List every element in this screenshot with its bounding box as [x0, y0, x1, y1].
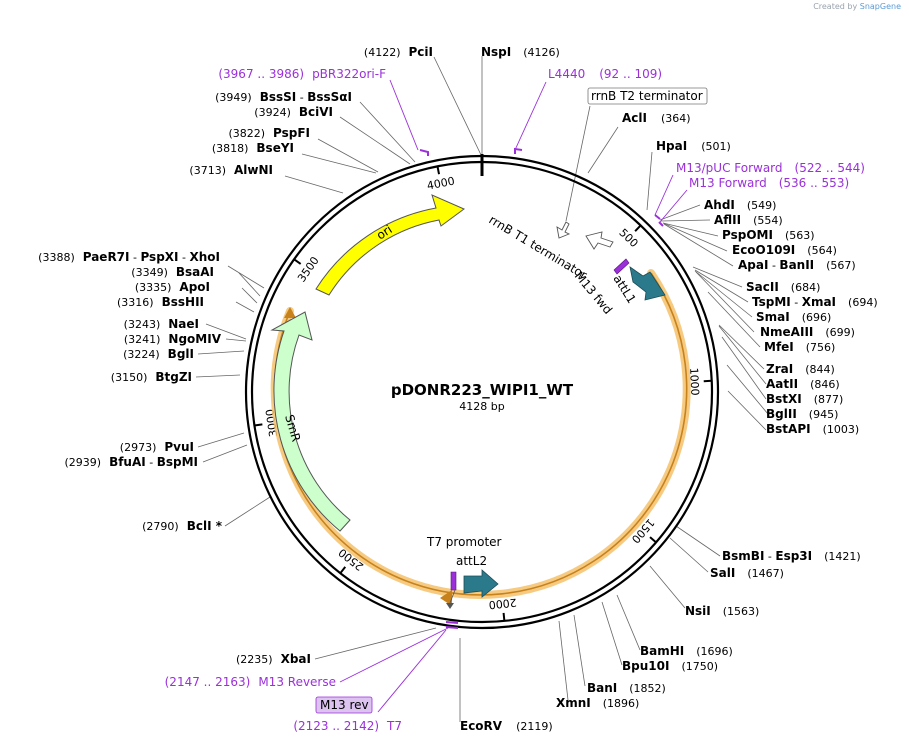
enzyme-label: SacII(684) — [746, 280, 820, 294]
primer-label: (2123 .. 2142)T7 — [293, 719, 402, 733]
enzyme-label: BanI(1852) — [587, 681, 666, 695]
enzyme-label: (3349)BsaAI — [131, 265, 214, 279]
enzyme-label: (2973)PvuI — [120, 440, 194, 454]
enzymes-right: AclI(364) HpaI(501) AhdI(549) AflII(554)… — [460, 45, 878, 733]
tick-mark — [293, 258, 302, 265]
ori-arrow — [315, 194, 465, 296]
enzyme-label: (3949)BssSI - BssSαI — [215, 90, 352, 104]
attl2-label: attL2 — [456, 554, 487, 568]
tick-mark — [649, 536, 657, 544]
tick-mark — [502, 612, 506, 622]
t7-arrow-head — [446, 603, 454, 609]
tick-label: 4000 — [426, 174, 456, 192]
enzyme-label: NsiI(1563) — [685, 604, 759, 618]
smr-arrow — [270, 311, 351, 532]
enzymes-left: (4122)PciI (3949)BssSI - BssSαI (3924)Bc… — [38, 45, 433, 666]
primer-bars — [419, 147, 664, 629]
primer-label: (3967 .. 3986)pBR322ori-F — [218, 67, 386, 81]
enzyme-label: Bpu10I(1750) — [622, 659, 718, 673]
enzyme-label: (3335)ApoI — [135, 280, 210, 294]
enzyme-label: XmnI(1896) — [556, 696, 639, 710]
rrnb-t1-arrow — [585, 231, 614, 250]
cds-arrowhead-2 — [284, 307, 296, 318]
tick-label: 2000 — [488, 596, 517, 612]
enzyme-label: (2235)XbaI — [236, 652, 311, 666]
enzyme-label: BglII(945) — [766, 407, 838, 421]
enzyme-label: TspMI - XmaI(694) — [752, 295, 878, 309]
tick-mark — [339, 566, 347, 574]
primer-leaders — [339, 79, 688, 713]
primer-labels: (3967 .. 3986)pBR322ori-F L4440(92 .. 10… — [165, 67, 865, 733]
primer-label: (2147 .. 2163)M13 Reverse — [165, 675, 336, 689]
plasmid-name: pDONR223_WIPI1_WT — [391, 381, 574, 399]
t7-promoter-label: T7 promoter — [426, 535, 502, 549]
attl1-arrow — [629, 266, 666, 301]
enzyme-label: AflII(554) — [714, 213, 783, 227]
m13-fwd-marker — [613, 258, 630, 275]
enzyme-label: SalI(1467) — [710, 566, 784, 580]
attl2-arrow — [463, 569, 499, 598]
enzyme-label: NmeAIII(699) — [760, 325, 855, 339]
m13-fwd-label: M13 fwd — [572, 269, 615, 317]
tick-mark — [634, 224, 642, 232]
primer-label: L4440(92 .. 109) — [548, 67, 662, 81]
tick-mark — [254, 423, 263, 427]
snapgene-credit: Created by SnapGene — [813, 2, 901, 11]
enzyme-label: (3924)BciVI — [254, 105, 333, 119]
enzyme-label: PspOMI(563) — [722, 228, 815, 242]
enzyme-label: (3818)BseYI — [212, 141, 294, 155]
primer-label: M13 Forward(536 .. 553) — [689, 176, 849, 190]
enzyme-label: (3822)PspFI — [228, 126, 310, 140]
m13-rev-box — [315, 696, 373, 714]
m13-rev-label: M13 rev — [320, 698, 369, 712]
enzyme-label: NspI(4126) — [481, 45, 560, 59]
enzyme-label: BsmBI - Esp3I(1421) — [722, 549, 861, 563]
enzyme-label: SmaI(696) — [756, 310, 831, 324]
enzyme-label: AclI(364) — [622, 111, 691, 125]
enzyme-label: ApaI - BanII(567) — [738, 258, 856, 272]
leader-lines — [195, 56, 769, 722]
credit-prefix: Created by — [813, 2, 858, 11]
enzyme-label: BstAPI(1003) — [766, 422, 859, 436]
enzyme-label: HpaI(501) — [656, 139, 731, 153]
enzyme-label: EcoRV(2119) — [460, 719, 553, 733]
enzyme-label: (2939)BfuAI - BspMI — [64, 455, 198, 469]
enzyme-label: (4122)PciI — [364, 45, 433, 59]
enzyme-label: (2790)BclI * — [142, 519, 223, 533]
enzyme-label: (3713)AlwNI — [189, 163, 273, 177]
plasmid-size: 4128 bp — [459, 400, 504, 413]
enzyme-label: AatII(846) — [766, 377, 840, 391]
t7-arrow-line — [449, 589, 456, 604]
rrnb-t2-label: rrnB T2 terminator — [591, 89, 703, 103]
enzyme-label: BstXI(877) — [766, 392, 843, 406]
enzyme-label: (3150)BtgZI — [111, 370, 192, 384]
enzyme-label: (3241)NgoMIV — [124, 332, 222, 346]
cds-arrowhead — [440, 590, 452, 606]
snapgene-brand: SnapGene — [859, 2, 901, 11]
tick-label: 3500 — [295, 254, 322, 284]
enzyme-label: MfeI(756) — [764, 340, 835, 354]
t7-promoter-marker — [450, 571, 457, 591]
enzyme-label: EcoO109I(564) — [732, 243, 837, 257]
rrnb-t1-label: rrnB T1 terminator — [486, 213, 589, 283]
enzyme-label: (3388)PaeR7I - PspXI - XhoI — [38, 250, 220, 264]
enzyme-label: ZraI(844) — [766, 362, 835, 376]
rrnb-t2-arrow — [556, 221, 571, 239]
enzyme-label: (3224)BglI — [123, 347, 194, 361]
enzyme-label: (3316)BssHII — [117, 295, 204, 309]
primer-label: M13/pUC Forward(522 .. 544) — [676, 161, 865, 175]
enzyme-label: (3243)NaeI — [124, 317, 199, 331]
enzyme-label: AhdI(549) — [704, 198, 776, 212]
rrnb-t2-box — [587, 87, 708, 105]
tick-mark — [436, 166, 441, 175]
enzyme-label: BamHI(1696) — [640, 644, 733, 658]
